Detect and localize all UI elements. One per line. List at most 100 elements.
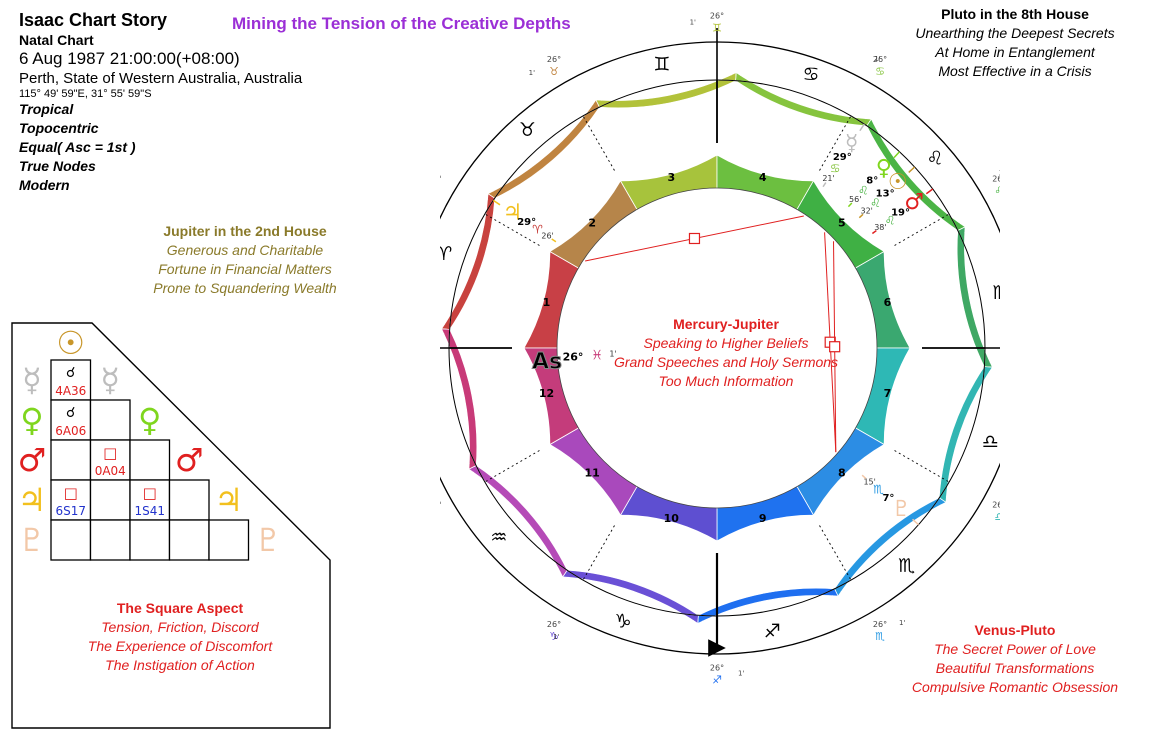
degree-tick xyxy=(972,446,975,447)
degree-tick xyxy=(469,227,472,228)
degree-tick xyxy=(923,527,925,529)
degree-tick xyxy=(476,480,479,481)
aspect-grid: ☉☿☿♀♀♂♂♃♃♇♇☌4A36☌6A06□0A04□6S17□1S41 xyxy=(0,318,340,738)
degree-tick xyxy=(949,206,953,209)
degree-tick xyxy=(819,92,820,95)
degree-tick xyxy=(467,231,470,232)
degree-tick xyxy=(512,163,514,165)
degree-tick xyxy=(494,506,500,510)
degree-tick xyxy=(929,174,931,176)
degree-tick xyxy=(453,267,456,268)
jupiter-icon: ♃ xyxy=(214,481,243,519)
aspect-orb: 6S17 xyxy=(55,504,86,518)
degree-tick xyxy=(571,114,573,117)
note-jupiter-2nd-line: Generous and Charitable xyxy=(130,241,360,260)
degree-tick xyxy=(845,589,846,592)
degree-tick xyxy=(551,128,553,130)
jupiter-icon: ♃ xyxy=(18,481,47,519)
degree-tick xyxy=(862,579,864,582)
house-number-6: 6 xyxy=(884,296,892,309)
degree-tick xyxy=(660,615,661,618)
degree-tick xyxy=(977,263,980,264)
degree-tick xyxy=(499,178,501,180)
setting-zodiac: Tropical xyxy=(19,100,302,119)
degree-tick xyxy=(502,174,506,177)
aspect-orb: 4A36 xyxy=(55,384,86,398)
degree-tick xyxy=(887,133,890,137)
degree-tick xyxy=(932,516,934,518)
degree-tick xyxy=(632,608,633,611)
degree-tick xyxy=(463,455,466,456)
degree-tick xyxy=(480,488,484,491)
degree-tick xyxy=(956,214,959,215)
cusp-degree: 26° xyxy=(710,664,724,673)
degree-tick xyxy=(587,104,588,107)
degree-tick xyxy=(540,137,542,139)
virgo-sign-icon: ♍ xyxy=(992,282,1000,304)
aspect-grid-cell xyxy=(51,520,91,560)
degree-tick xyxy=(618,90,620,95)
conjunction-aspect-icon: ☌ xyxy=(66,405,75,421)
setting-planets: Modern xyxy=(19,176,302,195)
degree-tick xyxy=(858,111,860,114)
degree-tick xyxy=(450,277,453,278)
degree-tick xyxy=(478,210,481,211)
degree-tick xyxy=(494,186,496,188)
setting-nodes: True Nodes xyxy=(19,157,302,176)
degree-tick xyxy=(857,580,860,584)
degree-tick xyxy=(960,223,963,224)
degree-tick xyxy=(778,79,779,82)
degree-tick xyxy=(788,81,789,84)
degree-tick xyxy=(854,584,856,587)
degree-tick xyxy=(455,432,458,433)
degree-tick xyxy=(774,615,775,618)
degree-tick xyxy=(896,140,898,142)
degree-tick xyxy=(792,83,793,86)
degree-tick xyxy=(941,190,943,192)
house-cusp-line xyxy=(583,116,615,171)
degree-tick xyxy=(979,423,982,424)
degree-tick xyxy=(614,601,615,604)
cusp-degree: 26° xyxy=(710,12,724,21)
degree-tick xyxy=(782,80,784,87)
degree-tick xyxy=(650,80,651,83)
degree-tick xyxy=(660,78,661,81)
degree-tick xyxy=(824,599,825,602)
mercury-inner-tick xyxy=(823,183,826,187)
pluto-degree: 7° xyxy=(882,493,894,504)
aspect-orb: 0A04 xyxy=(95,464,126,478)
degree-tick xyxy=(981,276,984,277)
degree-tick xyxy=(774,78,775,81)
degree-tick xyxy=(783,613,784,616)
degree-tick xyxy=(985,390,990,391)
degree-tick xyxy=(935,182,937,184)
degree-tick xyxy=(458,254,461,255)
pisces-sign-icon: ♓ xyxy=(440,392,442,414)
degree-tick xyxy=(985,319,992,320)
degree-tick xyxy=(473,218,476,219)
degree-tick xyxy=(978,267,981,268)
aspect-grid-cell xyxy=(91,520,131,560)
degree-tick xyxy=(655,79,656,82)
aspect-grid-cell xyxy=(91,480,131,520)
degree-tick xyxy=(824,94,825,97)
mars-icon: ♂ xyxy=(175,441,204,479)
degree-tick xyxy=(951,489,954,491)
mercury-icon: ☿ xyxy=(22,361,42,399)
degree-tick xyxy=(948,202,951,204)
degree-tick xyxy=(450,419,453,420)
cusp-sign-icon: ♎ xyxy=(994,511,1000,524)
degree-tick xyxy=(910,153,912,155)
degree-tick xyxy=(913,156,915,158)
degree-tick xyxy=(605,96,606,99)
degree-tick xyxy=(529,548,531,550)
degree-tick xyxy=(636,84,637,87)
cusp-sign-icon: ♊ xyxy=(712,22,722,35)
degree-tick xyxy=(946,198,949,200)
degree-tick xyxy=(465,236,471,239)
degree-tick xyxy=(805,87,807,92)
degree-tick xyxy=(920,531,922,533)
degree-tick xyxy=(903,548,905,550)
degree-tick xyxy=(801,85,802,88)
venus-minutes: 56' xyxy=(849,195,861,204)
